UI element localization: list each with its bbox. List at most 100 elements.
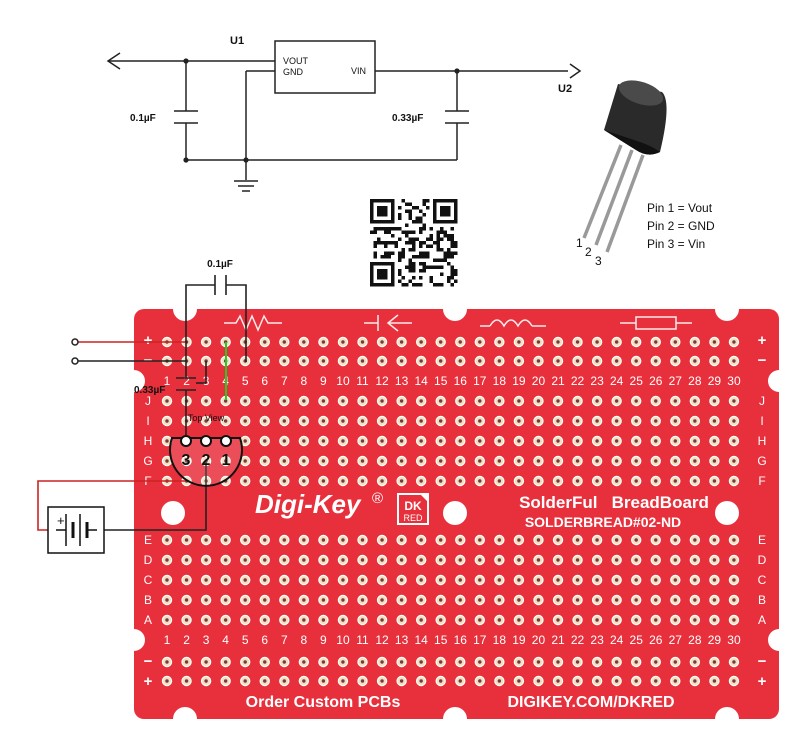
rail-hole-drill	[419, 679, 423, 683]
terminal-hole-drill	[732, 618, 736, 622]
rail-hole-drill	[165, 679, 169, 683]
rail-plus-top-left: +	[144, 332, 153, 349]
terminal-hole-drill	[302, 419, 306, 423]
terminal-hole-drill	[458, 459, 462, 463]
terminal-hole-drill	[419, 558, 423, 562]
row-letter-right: F	[758, 474, 765, 488]
rail-hole-drill	[399, 660, 404, 664]
terminal-hole-drill	[380, 479, 384, 483]
terminal-hole-drill	[595, 399, 599, 403]
rail-hole-drill	[614, 660, 619, 664]
rail-hole-drill	[517, 359, 521, 363]
terminal-hole-drill	[673, 399, 677, 403]
rail-hole-drill	[556, 679, 560, 683]
rail-minus-bottom-right: −	[758, 653, 767, 670]
cap-out-label: 0.1µF	[130, 113, 156, 124]
terminal-hole-drill	[693, 459, 697, 463]
row-letter-right: J	[759, 394, 765, 408]
column-number-top: 17	[473, 374, 487, 388]
terminal-hole-drill	[536, 459, 541, 463]
terminal-hole-drill	[439, 598, 443, 602]
terminal-hole-drill	[478, 578, 482, 582]
terminal-hole-drill	[419, 439, 423, 443]
terminal-hole-drill	[693, 538, 697, 542]
terminal-hole-drill	[380, 419, 384, 423]
terminal-hole-drill	[184, 558, 189, 562]
terminal-hole-drill	[282, 618, 286, 622]
terminal-hole-drill	[732, 399, 736, 403]
terminal-hole-drill	[184, 459, 189, 463]
rail-hole-drill	[341, 679, 345, 683]
terminal-hole-drill	[321, 618, 326, 622]
cap-top-label: 0.1µF	[207, 259, 233, 270]
terminal-hole-drill	[263, 439, 267, 443]
rail-hole-drill	[282, 359, 286, 363]
terminal-hole-drill	[634, 538, 638, 542]
terminal-hole-drill	[282, 558, 286, 562]
column-number-bottom: 12	[375, 633, 389, 647]
terminal-hole-drill	[360, 479, 365, 483]
terminal-hole-drill	[165, 439, 169, 443]
terminal-hole-drill	[321, 538, 326, 542]
terminal-hole-drill	[458, 399, 462, 403]
terminal-hole-drill	[341, 598, 345, 602]
column-number-bottom: 11	[356, 633, 369, 647]
rail-minus-bottom-left: −	[144, 653, 153, 670]
rail-hole-drill	[223, 679, 228, 683]
terminal-hole-drill	[693, 399, 697, 403]
to92-transistor-icon	[582, 80, 667, 253]
rail-hole-drill	[673, 340, 677, 344]
rail-hole-drill	[536, 340, 541, 344]
row-letter-right: E	[758, 533, 766, 547]
rail-hole-drill	[341, 660, 345, 664]
terminal-hole-drill	[165, 598, 169, 602]
terminal-hole-drill	[556, 618, 560, 622]
external-terminals[interactable]	[71, 338, 79, 365]
terminal-hole-drill	[517, 419, 521, 423]
column-number-top: 21	[551, 374, 565, 388]
terminal-hole-drill	[556, 538, 560, 542]
terminal-hole-drill	[419, 399, 423, 403]
rail-hole-drill	[712, 340, 717, 344]
terminal-hole-drill	[712, 479, 717, 483]
terminal-hole-drill	[223, 399, 228, 403]
rail-hole-drill	[517, 679, 521, 683]
terminal-hole-drill	[712, 558, 717, 562]
terminal-hole-drill	[556, 578, 560, 582]
rail-hole-drill	[556, 340, 560, 344]
row-letter-right: G	[757, 454, 766, 468]
terminal-hole-drill	[634, 598, 638, 602]
rail-hole-drill	[556, 660, 560, 664]
terminal-hole-drill	[712, 459, 717, 463]
terminal-hole-drill	[341, 538, 345, 542]
rail-hole-drill	[439, 679, 443, 683]
rail-hole-drill	[654, 359, 658, 363]
terminal-hole-drill	[223, 618, 228, 622]
terminal-hole-drill	[654, 578, 658, 582]
column-number-bottom: 28	[688, 633, 702, 647]
terminal-hole-drill	[263, 598, 267, 602]
terminal-hole-drill	[458, 598, 462, 602]
terminal-hole-drill	[575, 598, 580, 602]
rail-hole-drill	[536, 679, 541, 683]
row-letter-left: D	[144, 553, 153, 567]
rail-hole-drill	[673, 679, 677, 683]
row-letter-left: G	[143, 454, 152, 468]
regulator-schematic	[106, 52, 582, 192]
terminal-hole-drill	[556, 558, 560, 562]
rail-hole-drill	[536, 660, 541, 664]
rail-hole-drill	[302, 359, 306, 363]
column-number-top: 23	[590, 374, 604, 388]
rail-hole-drill	[595, 340, 599, 344]
terminal-hole-drill	[693, 598, 697, 602]
rail-hole-drill	[243, 660, 247, 664]
terminal-hole-drill	[302, 558, 306, 562]
rail-hole-drill	[654, 340, 658, 344]
rail-hole-drill	[282, 660, 286, 664]
rail-hole-drill	[732, 359, 736, 363]
digikey-logo: Digi-Key	[255, 489, 362, 519]
to92-number-2: 2	[202, 452, 211, 469]
terminal-hole-drill	[712, 538, 717, 542]
terminal-hole-drill	[595, 419, 599, 423]
terminal-hole-drill	[302, 459, 306, 463]
